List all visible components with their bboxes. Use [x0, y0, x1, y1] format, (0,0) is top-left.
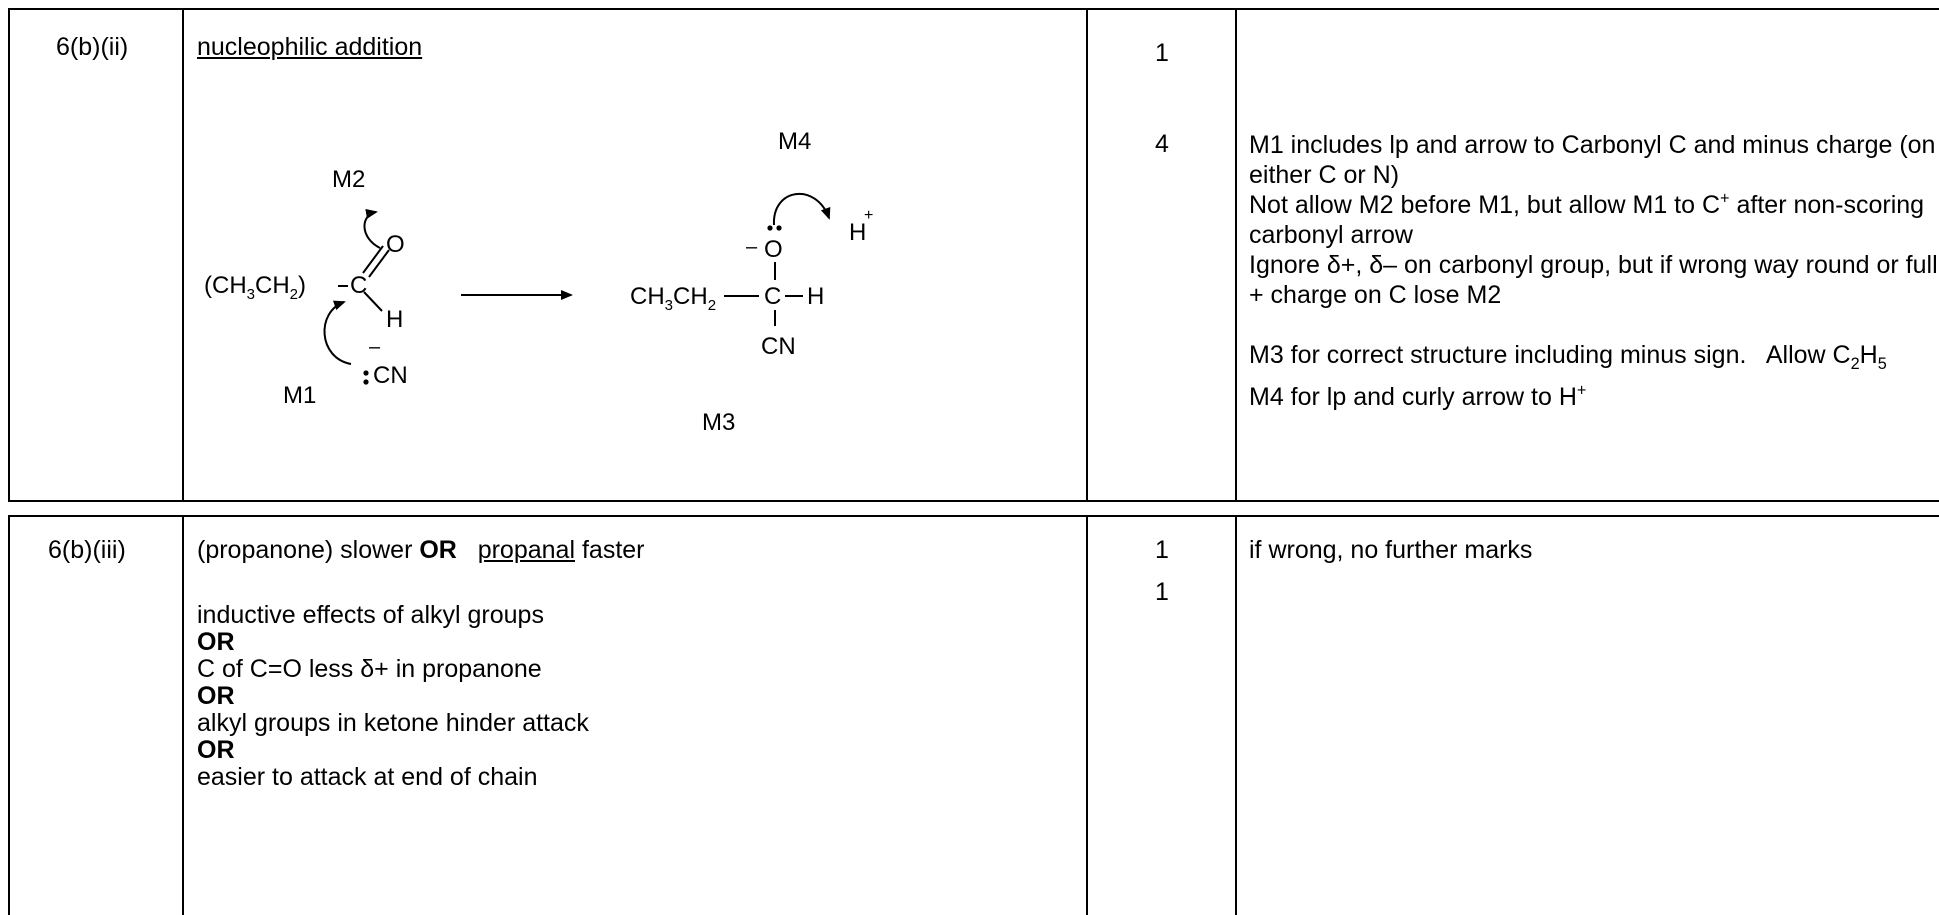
mark-value: 4 [1155, 130, 1169, 158]
product-hydrogen: H [807, 283, 824, 310]
or-separator: OR [197, 628, 235, 656]
lone-pair-dot [776, 225, 782, 231]
column-divider [182, 517, 184, 915]
column-divider [1086, 517, 1088, 915]
column-divider [1235, 517, 1237, 915]
mark-value: 1 [1155, 39, 1169, 67]
alternative: C of C=O less δ+ in propanone [197, 655, 542, 683]
reactant-ch3ch2-group: (CH3CH2) [204, 272, 306, 303]
curly-arrow-m2 [363, 208, 381, 249]
column-divider [182, 10, 184, 500]
answer-title: nucleophilic addition [197, 33, 423, 61]
answer-first-line: (propanone) slower OR propanal faster [197, 536, 645, 564]
proton: H [849, 219, 866, 246]
reactant-oxygen: O [386, 231, 405, 258]
answer-alternatives: inductive effects of alkyl groups OR C o… [197, 602, 589, 791]
label-m3: M3 [702, 409, 735, 436]
mark-scheme-row-6biii: 6(b)(iii) (propanone) slower OR propanal… [8, 515, 1939, 915]
proton-plus: + [864, 207, 873, 224]
column-divider [1235, 10, 1237, 500]
mark-value: 1 [1155, 536, 1169, 564]
product-ch3ch2-group: CH3CH2 [630, 283, 716, 314]
alternative: inductive effects of alkyl groups [197, 601, 544, 629]
mark-scheme-row-6bii: 6(b)(ii) nucleophilic addition 1 4 M2 (C… [8, 8, 1939, 502]
label-m2: M2 [332, 166, 365, 193]
lone-pair-dot [363, 379, 369, 385]
oxygen-minus: – [746, 236, 758, 258]
guidance-text: if wrong, no further marks [1249, 536, 1533, 564]
mark-value: 1 [1155, 578, 1169, 606]
cyanide-minus: – [369, 336, 381, 358]
curly-arrow-m4 [772, 192, 831, 226]
alternative: easier to attack at end of chain [197, 763, 538, 791]
guidance-m4: M4 for lp and curly arrow to H+ [1249, 381, 1587, 411]
guidance-text: M1 includes lp and arrow to Carbonyl C a… [1249, 130, 1939, 412]
mechanism-diagram: M2 (CH3CH2) C O H – CN M1 M4 H + – [204, 128, 873, 436]
or-separator: OR [197, 736, 235, 764]
guidance-m1: M1 includes lp and arrow to Carbonyl C a… [1249, 131, 1936, 189]
or-separator: OR [197, 682, 235, 710]
product-carbon: C [764, 283, 781, 310]
question-number: 6(b)(iii) [48, 536, 126, 564]
guidance-m3: M3 for correct structure including minus… [1249, 341, 1887, 373]
alternative: alkyl groups in ketone hinder attack [197, 709, 589, 737]
reactant-carbon: C [350, 272, 367, 299]
cyanide-ion: CN [373, 362, 408, 389]
column-divider [1086, 10, 1088, 500]
curly-arrow-m1 [323, 300, 352, 365]
product-cyanide: CN [761, 333, 796, 360]
guidance-delta: Ignore δ+, δ– on carbonyl group, but if … [1249, 251, 1938, 309]
question-number: 6(b)(ii) [56, 33, 129, 61]
lone-pair-dot [767, 225, 773, 231]
guidance-m1-order: Not allow M2 before M1, but allow M1 to … [1249, 189, 1925, 249]
reactant-hydrogen: H [386, 306, 403, 333]
product-oxygen: O [764, 236, 783, 263]
label-m4: M4 [778, 128, 811, 155]
lone-pair-dot [363, 370, 369, 376]
label-m1: M1 [283, 382, 316, 409]
